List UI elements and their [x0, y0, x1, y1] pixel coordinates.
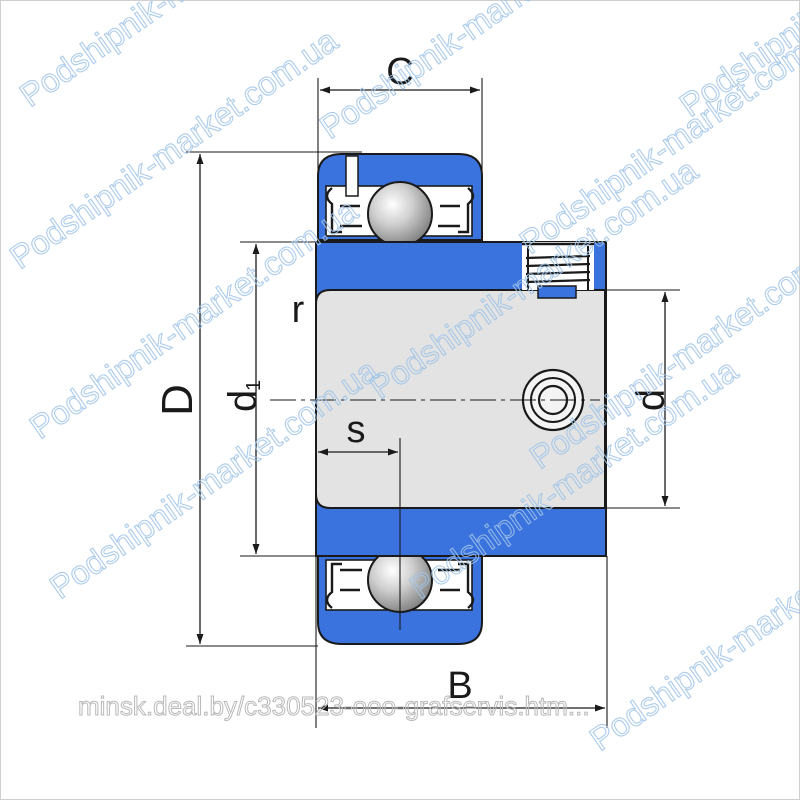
watermark-text: Podshipnik-market.com.ua	[583, 503, 800, 758]
label-d1: d 1	[221, 380, 265, 412]
label-c: C	[386, 51, 413, 93]
label-r: r	[292, 289, 305, 331]
dimension-arrows	[196, 86, 669, 712]
seal-top	[325, 187, 475, 234]
label-b: B	[447, 665, 472, 707]
ball-top	[367, 181, 433, 247]
extension-lines	[186, 78, 680, 728]
svg-text:1: 1	[243, 380, 265, 391]
seal-bottom	[325, 562, 475, 609]
label-s: s	[347, 409, 366, 451]
label-d-bore: d	[629, 389, 673, 411]
set-screw	[522, 242, 594, 299]
credit-text: minsk.deal.by/c330523-ooo-grafservis.htm…	[78, 691, 590, 721]
svg-text:d: d	[221, 390, 265, 412]
label-d-outer: D	[153, 384, 202, 416]
watermark-text: Podshipnik-market.com.ua	[313, 0, 655, 146]
